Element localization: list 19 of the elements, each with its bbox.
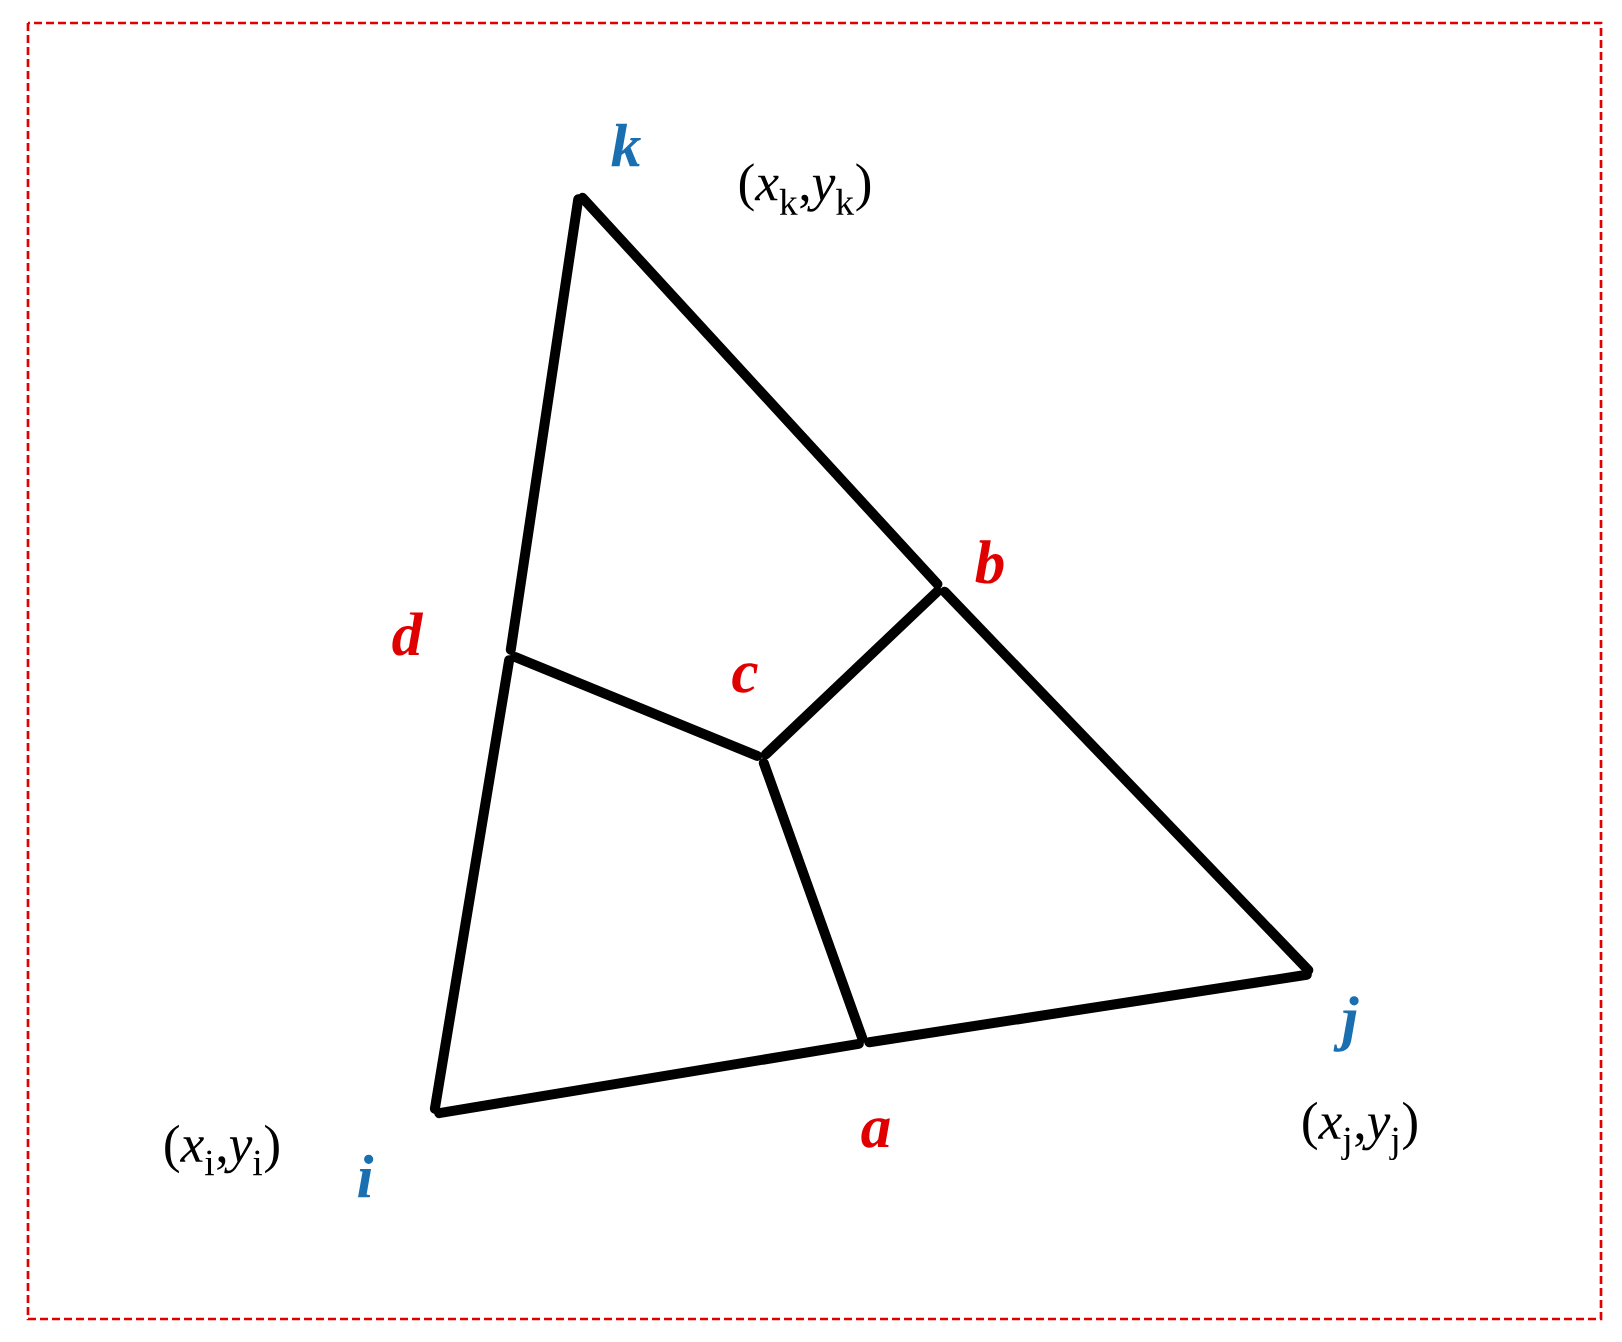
line: [434, 1038, 864, 1119]
line: [577, 192, 943, 590]
line: [864, 969, 1312, 1048]
coordinate-label: (x$_{k}$,y$_{k}$): [739, 163, 871, 215]
coordinate-label: (x$_{i}$,y$_{i}$): [165, 1124, 279, 1176]
vertex-label: c: [732, 663, 758, 693]
line: [509, 652, 763, 761]
line: [758, 757, 868, 1044]
line: [429, 655, 515, 1114]
line: [760, 586, 943, 760]
vertex-label: d: [392, 612, 424, 656]
vertex-label: b: [975, 540, 1004, 584]
line: [505, 194, 584, 655]
vertex-label: k: [611, 123, 641, 167]
vertex-label: a: [861, 1118, 890, 1148]
coordinate-label: (x$_{j}$,y$_{j}$): [1303, 1101, 1417, 1161]
vertex-label: j: [1333, 996, 1359, 1052]
vertex-label: i: [358, 1154, 374, 1198]
line: [939, 586, 1314, 976]
